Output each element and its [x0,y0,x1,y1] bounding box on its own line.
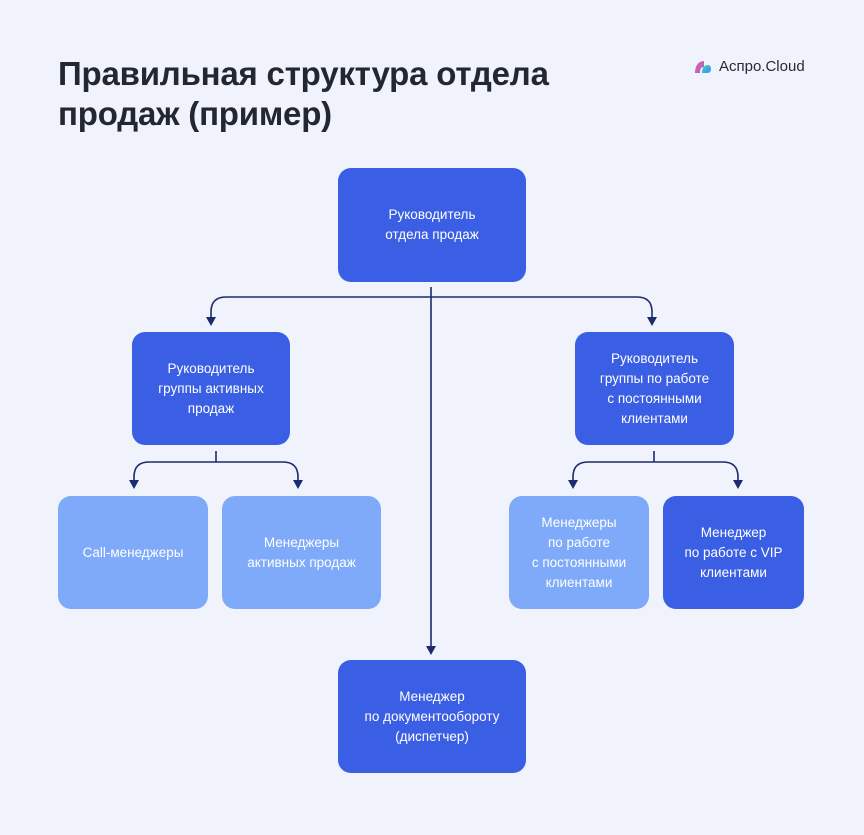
page-title: Правильная структура отдела продаж (прим… [58,55,549,132]
arrow-head-right [647,317,657,326]
node-vip-manager: Менеджер по работе с VIP клиентами [663,496,804,609]
node-document-manager: Менеджер по документообороту (диспетчер) [338,660,526,773]
connector-regular-left [572,461,654,481]
connector-regular-right [654,461,739,481]
node-active-sales-managers: Менеджеры активных продаж [222,496,381,609]
node-regular-clients-managers: Менеджеры по работе с постоянными клиент… [509,496,649,609]
arrow-head-regular-left [568,480,578,489]
connector-active-right [216,461,299,481]
node-head-of-sales: Руководитель отдела продаж [338,168,526,282]
brand-logo: Аспро.Cloud [693,58,805,75]
node-active-sales-lead: Руководитель группы активных продаж [132,332,290,445]
arrow-head-doc [426,646,436,655]
arrow-head-regular-right [733,480,743,489]
arrow-head-active-right [293,480,303,489]
arrow-head-left [206,317,216,326]
logo-text: Аспро.Cloud [719,58,805,75]
node-call-managers: Call-менеджеры [58,496,208,609]
arrow-head-active-left [129,480,139,489]
connector-head-right [431,296,653,318]
connector-head-left [210,296,431,318]
aspro-cloud-logo-icon [695,60,711,73]
node-regular-clients-lead: Руководитель группы по работе с постоянн… [575,332,734,445]
connector-active-left [133,461,216,481]
